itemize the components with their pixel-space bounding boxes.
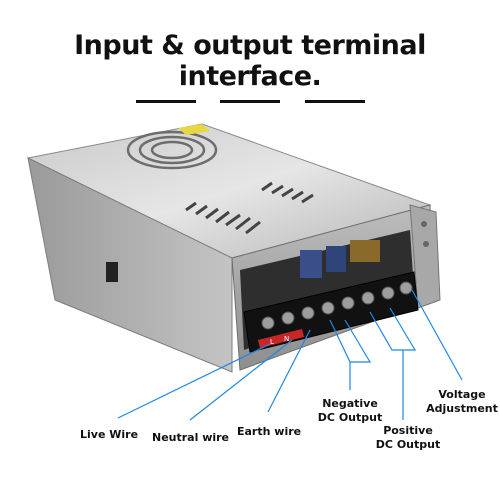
label-voltage-line1: Voltage [438, 388, 486, 401]
yellow-sticker [178, 124, 210, 135]
leader-neutral [189, 339, 293, 421]
terminal-label-strip [258, 329, 304, 348]
leader-voltage [411, 289, 463, 381]
label-voltage-adjustment: Voltage Adjustment [425, 388, 499, 416]
end-plate-screw-1 [421, 221, 427, 227]
psu-end-plate [409, 204, 441, 309]
top-vent-slots [185, 181, 314, 235]
leader-live [117, 343, 271, 419]
label-negative-line2: DC Output [317, 411, 383, 424]
divider-dash-3 [305, 100, 365, 103]
leader-negative [329, 319, 372, 363]
capacitor-1 [300, 250, 322, 278]
leader-lines [117, 289, 463, 421]
leader-earth [267, 329, 311, 413]
label-voltage-line2: Adjustment [426, 402, 498, 415]
capacitor-2 [326, 246, 346, 272]
fan-grill [126, 130, 218, 170]
label-negative-line1: Negative [322, 397, 378, 410]
label-neutral-wire: Neutral wire [152, 431, 230, 444]
label-live-wire: Live Wire [80, 428, 139, 441]
side-cutout [106, 262, 118, 282]
label-earth-wire: Earth wire [237, 425, 302, 438]
label-positive-line2: DC Output [375, 438, 441, 451]
label-positive-line1: Positive [383, 424, 433, 437]
divider-dash-1 [136, 100, 196, 103]
end-plate-screw-2 [423, 241, 429, 247]
page-title: Input & output terminal interface. [74, 30, 426, 92]
label-negative-dc-output: Negative DC Output [310, 397, 390, 425]
transformer [350, 240, 380, 262]
terminal-screws [261, 281, 413, 330]
label-positive-dc-output: Positive DC Output [368, 424, 448, 452]
psu-side-face [27, 157, 233, 373]
divider-dash-2 [220, 100, 280, 103]
terminal-mark-N: N [284, 335, 289, 343]
terminal-mark-L: L [270, 338, 274, 346]
